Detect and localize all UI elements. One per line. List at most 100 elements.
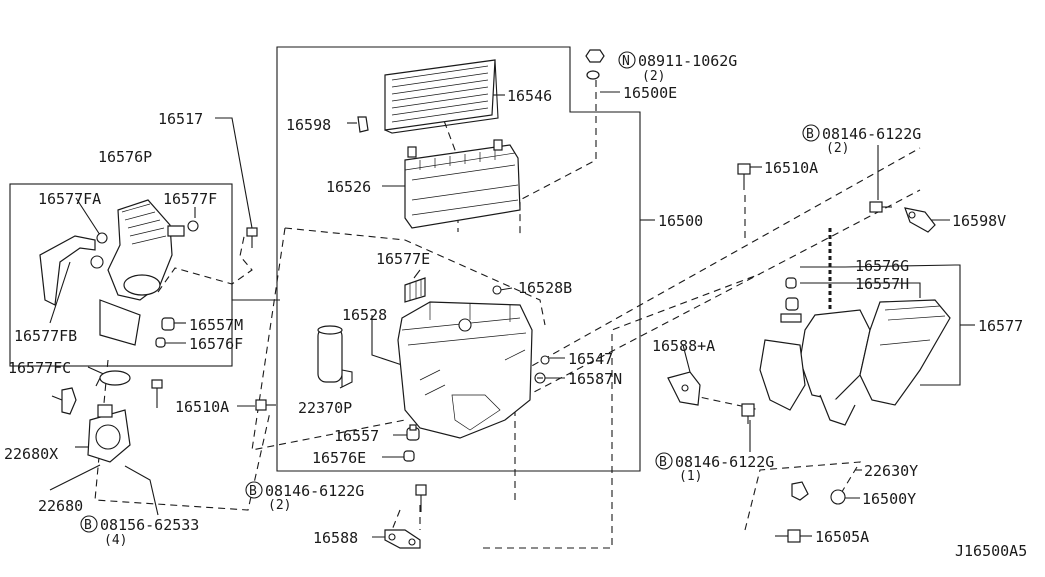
callout-22630Y: 22630Y [864,462,918,480]
diagram-code: J16500A5 [955,542,1027,560]
assembly-line-lower-box-left [251,227,406,451]
callout-16546: 16546 [507,87,552,105]
callout-16576P: 16576P [98,148,152,166]
bolt-16587N [534,372,546,384]
inlet-group-frame [9,183,233,367]
bracket-16588A [667,371,701,406]
callout-16526: 16526 [326,178,371,196]
grommet-16576E [403,450,415,462]
fastener-code: 08146-6122G [822,125,921,143]
callout-16598V: 16598V [952,212,1006,230]
grommet-16576G [785,277,797,289]
fastener-code: 08911-1062G [638,52,737,70]
assembly-line-sensor [744,461,862,531]
callout-16547: 16547 [568,350,613,368]
bracket-16588 [384,529,421,549]
callout-16528B: 16528B [518,279,572,297]
fastener-prefix: N [622,54,630,69]
air-cleaner-assembly-frame [276,46,641,472]
inlet-duct-16576P [99,199,173,346]
b-marker-icon [802,124,820,142]
bolt-08156 [151,379,163,408]
clamp-16577FB [90,255,104,269]
callout-16577FC: 16577FC [8,359,71,377]
fastener-qty: (2) [642,69,665,84]
sensor-22680X [51,387,77,415]
callout-16500E: 16500E [623,84,677,102]
inlet-frame-step [231,284,280,301]
fastener-qty: (1) [679,469,702,484]
callout-16510A-right: 16510A [764,159,818,177]
air-cleaner-lower-case [397,301,533,439]
callout-16577F: 16577F [163,190,217,208]
air-filter-element [384,59,499,134]
fastener-prefix: B [659,455,667,470]
callout-16500Y: 16500Y [862,490,916,508]
clamp-16577F [167,220,199,237]
b-marker-icon [245,481,263,499]
callout-16517: 16517 [158,110,203,128]
bolt-08146-top [869,201,892,213]
callout-16577E: 16577E [376,250,430,268]
bolt-16510A-left [255,399,276,411]
callout-16588: 16588 [313,529,358,547]
callout-16577FA: 16577FA [38,190,101,208]
callout-22370P: 22370P [298,399,352,417]
mount-16557M [161,317,175,331]
mount-16557H [780,297,802,323]
n-marker-icon [618,51,636,69]
fastener-08146-top: B 08146-6122G (2) [802,124,921,156]
callout-16576F: 16576F [189,335,243,353]
fastener-code: 08146-6122G [265,482,364,500]
fastener-prefix: B [84,518,92,533]
air-cleaner-upper-cover [404,139,521,229]
bolt-16510A-right [737,163,751,190]
bolt-16517 [246,227,258,248]
grommet-16500Y [830,489,846,505]
fastener-08156-62533: B 08156-62533 (4) [80,515,199,548]
callout-16528: 16528 [342,306,387,324]
grommet-16528B [492,285,502,295]
callout-16557H: 16557H [855,275,909,293]
callout-16505A: 16505A [815,528,869,546]
bracket-16598V [904,207,936,233]
callout-16500: 16500 [658,212,703,230]
fastener-qty: (2) [268,498,291,513]
fastener-qty: (4) [104,533,127,548]
bolt-bottom-left [415,484,427,512]
grommet-16576F [155,337,166,348]
fastener-prefix: B [806,127,814,142]
callout-16587N: 16587N [568,370,622,388]
maf-sensor-22680 [87,404,131,463]
callout-22680: 22680 [38,497,83,515]
clamp-16577FC [95,370,131,387]
callout-16577: 16577 [978,317,1023,335]
assembly-line-inlet2 [94,359,271,511]
fastener-qty: (2) [826,141,849,156]
intake-duct-16577 [759,299,951,426]
callout-16588A: 16588+A [652,337,715,355]
callout-16576G: 16576G [855,257,909,275]
washer-08911 [585,49,605,63]
fastener-prefix: B [249,484,257,499]
callout-16576E: 16576E [312,449,366,467]
assembly-line-cover [439,109,471,191]
b-marker-icon [655,452,673,470]
clip-16577E [404,277,426,303]
callout-16510A-left: 16510A [175,398,229,416]
sensor-22630Y [791,481,809,501]
bolt-08146-mid [741,403,755,424]
fastener-08911-1062G: N 08911-1062G (2) [618,51,737,84]
assembly-line-right-3 [483,273,761,549]
callout-16577FB: 16577FB [14,327,77,345]
callout-22680X: 22680X [4,445,58,463]
b-marker-icon [80,515,98,533]
grommet-16547 [540,355,550,365]
fastener-code: 08146-6122G [675,453,774,471]
clip-16598 [357,116,369,133]
mount-16557 [406,424,420,441]
assembly-line-right-1 [479,147,921,396]
callout-16557: 16557 [334,427,379,445]
